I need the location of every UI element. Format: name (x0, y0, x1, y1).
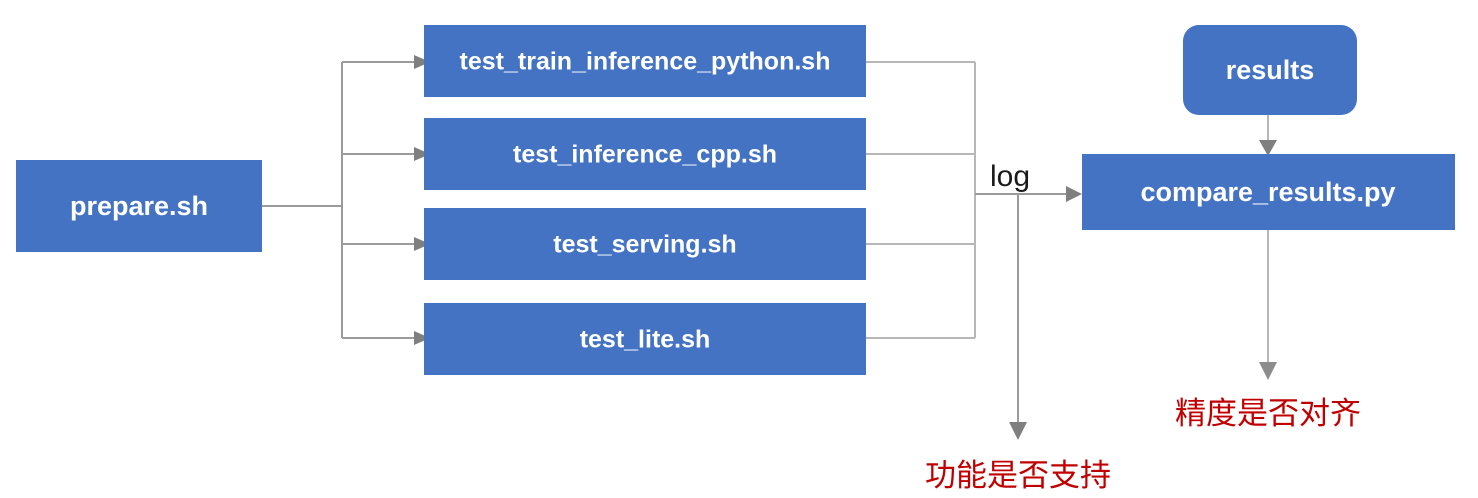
node-test-serving-shape[interactable] (424, 208, 866, 280)
node-prepare[interactable]: prepare.sh (16, 160, 262, 252)
node-results-label: results (1226, 55, 1315, 85)
node-test-train-inference-python-shape[interactable] (424, 25, 866, 97)
node-test-lite-shape[interactable] (424, 303, 866, 375)
node-test-inference-cpp-label: test_inference_cpp.sh (513, 141, 777, 169)
note-precision-aligned: 精度是否对齐 (1175, 396, 1361, 432)
node-test-lite[interactable]: test_lite.sh (424, 303, 866, 375)
node-test-train-inference-python-label: test_train_inference_python.sh (460, 48, 831, 76)
node-test-inference-cpp-shape[interactable] (424, 118, 866, 190)
node-compare-results[interactable]: compare_results.py (1082, 154, 1455, 230)
node-compare-results-shape[interactable] (1082, 154, 1455, 230)
edge-compare-to-precision-note (1259, 230, 1277, 380)
node-results[interactable]: results (1183, 25, 1357, 115)
edge-tests-to-compare (866, 61, 1082, 339)
edge-label-log: log (990, 160, 1030, 193)
node-test-serving[interactable]: test_serving.sh (424, 208, 866, 280)
arrow-head-train-inference-python (414, 55, 430, 69)
node-test-serving-label: test_serving.sh (553, 231, 736, 259)
edge-log-to-function-note (1009, 194, 1027, 440)
edge-prepare-to-tests (262, 55, 430, 345)
node-test-train-inference-python[interactable]: test_train_inference_python.sh (424, 25, 866, 97)
arrow-head-function-note (1009, 422, 1027, 440)
node-prepare-shape[interactable] (16, 160, 262, 252)
note-function-supported: 功能是否支持 (925, 458, 1111, 494)
arrow-head-compare-results (1066, 186, 1082, 202)
node-compare-results-label: compare_results.py (1140, 177, 1395, 207)
node-test-lite-label: test_lite.sh (580, 326, 711, 354)
arrow-head-precision-note (1259, 362, 1277, 380)
node-results-shape[interactable] (1183, 25, 1357, 115)
arrow-head-inference-cpp (414, 147, 430, 161)
arrow-head-serving (414, 237, 430, 251)
edge-results-to-compare (1259, 115, 1277, 156)
node-prepare-label: prepare.sh (70, 191, 208, 221)
node-test-inference-cpp[interactable]: test_inference_cpp.sh (424, 118, 866, 190)
arrow-head-results-to-compare (1259, 140, 1277, 156)
arrow-head-lite (414, 331, 430, 345)
